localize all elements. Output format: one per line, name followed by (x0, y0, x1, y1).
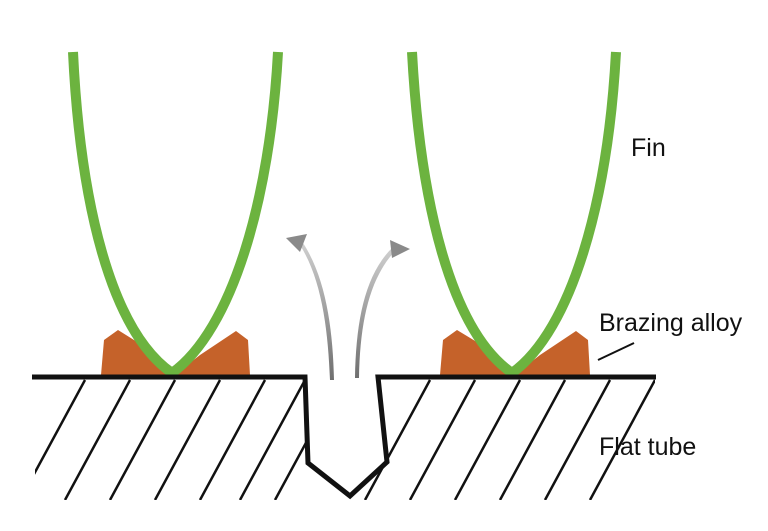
brazing-alloy-label: Brazing alloy (599, 309, 743, 337)
airflow-arrow-right (355, 240, 410, 378)
brazing-alloy-right (440, 330, 590, 377)
fin-label: Fin (631, 134, 666, 162)
fin-left (68, 51, 283, 378)
flat-tube-surface (32, 374, 656, 500)
flat-tube-label: Flat tube (599, 433, 697, 461)
airflow-arrow-left (286, 234, 334, 380)
flat-tube-hatching-right (363, 379, 655, 500)
brazing-alloy-leader-line (597, 342, 635, 361)
fin-right (407, 51, 621, 378)
brazing-alloy-left (101, 330, 250, 377)
flat-tube-hatching-left (35, 379, 325, 500)
